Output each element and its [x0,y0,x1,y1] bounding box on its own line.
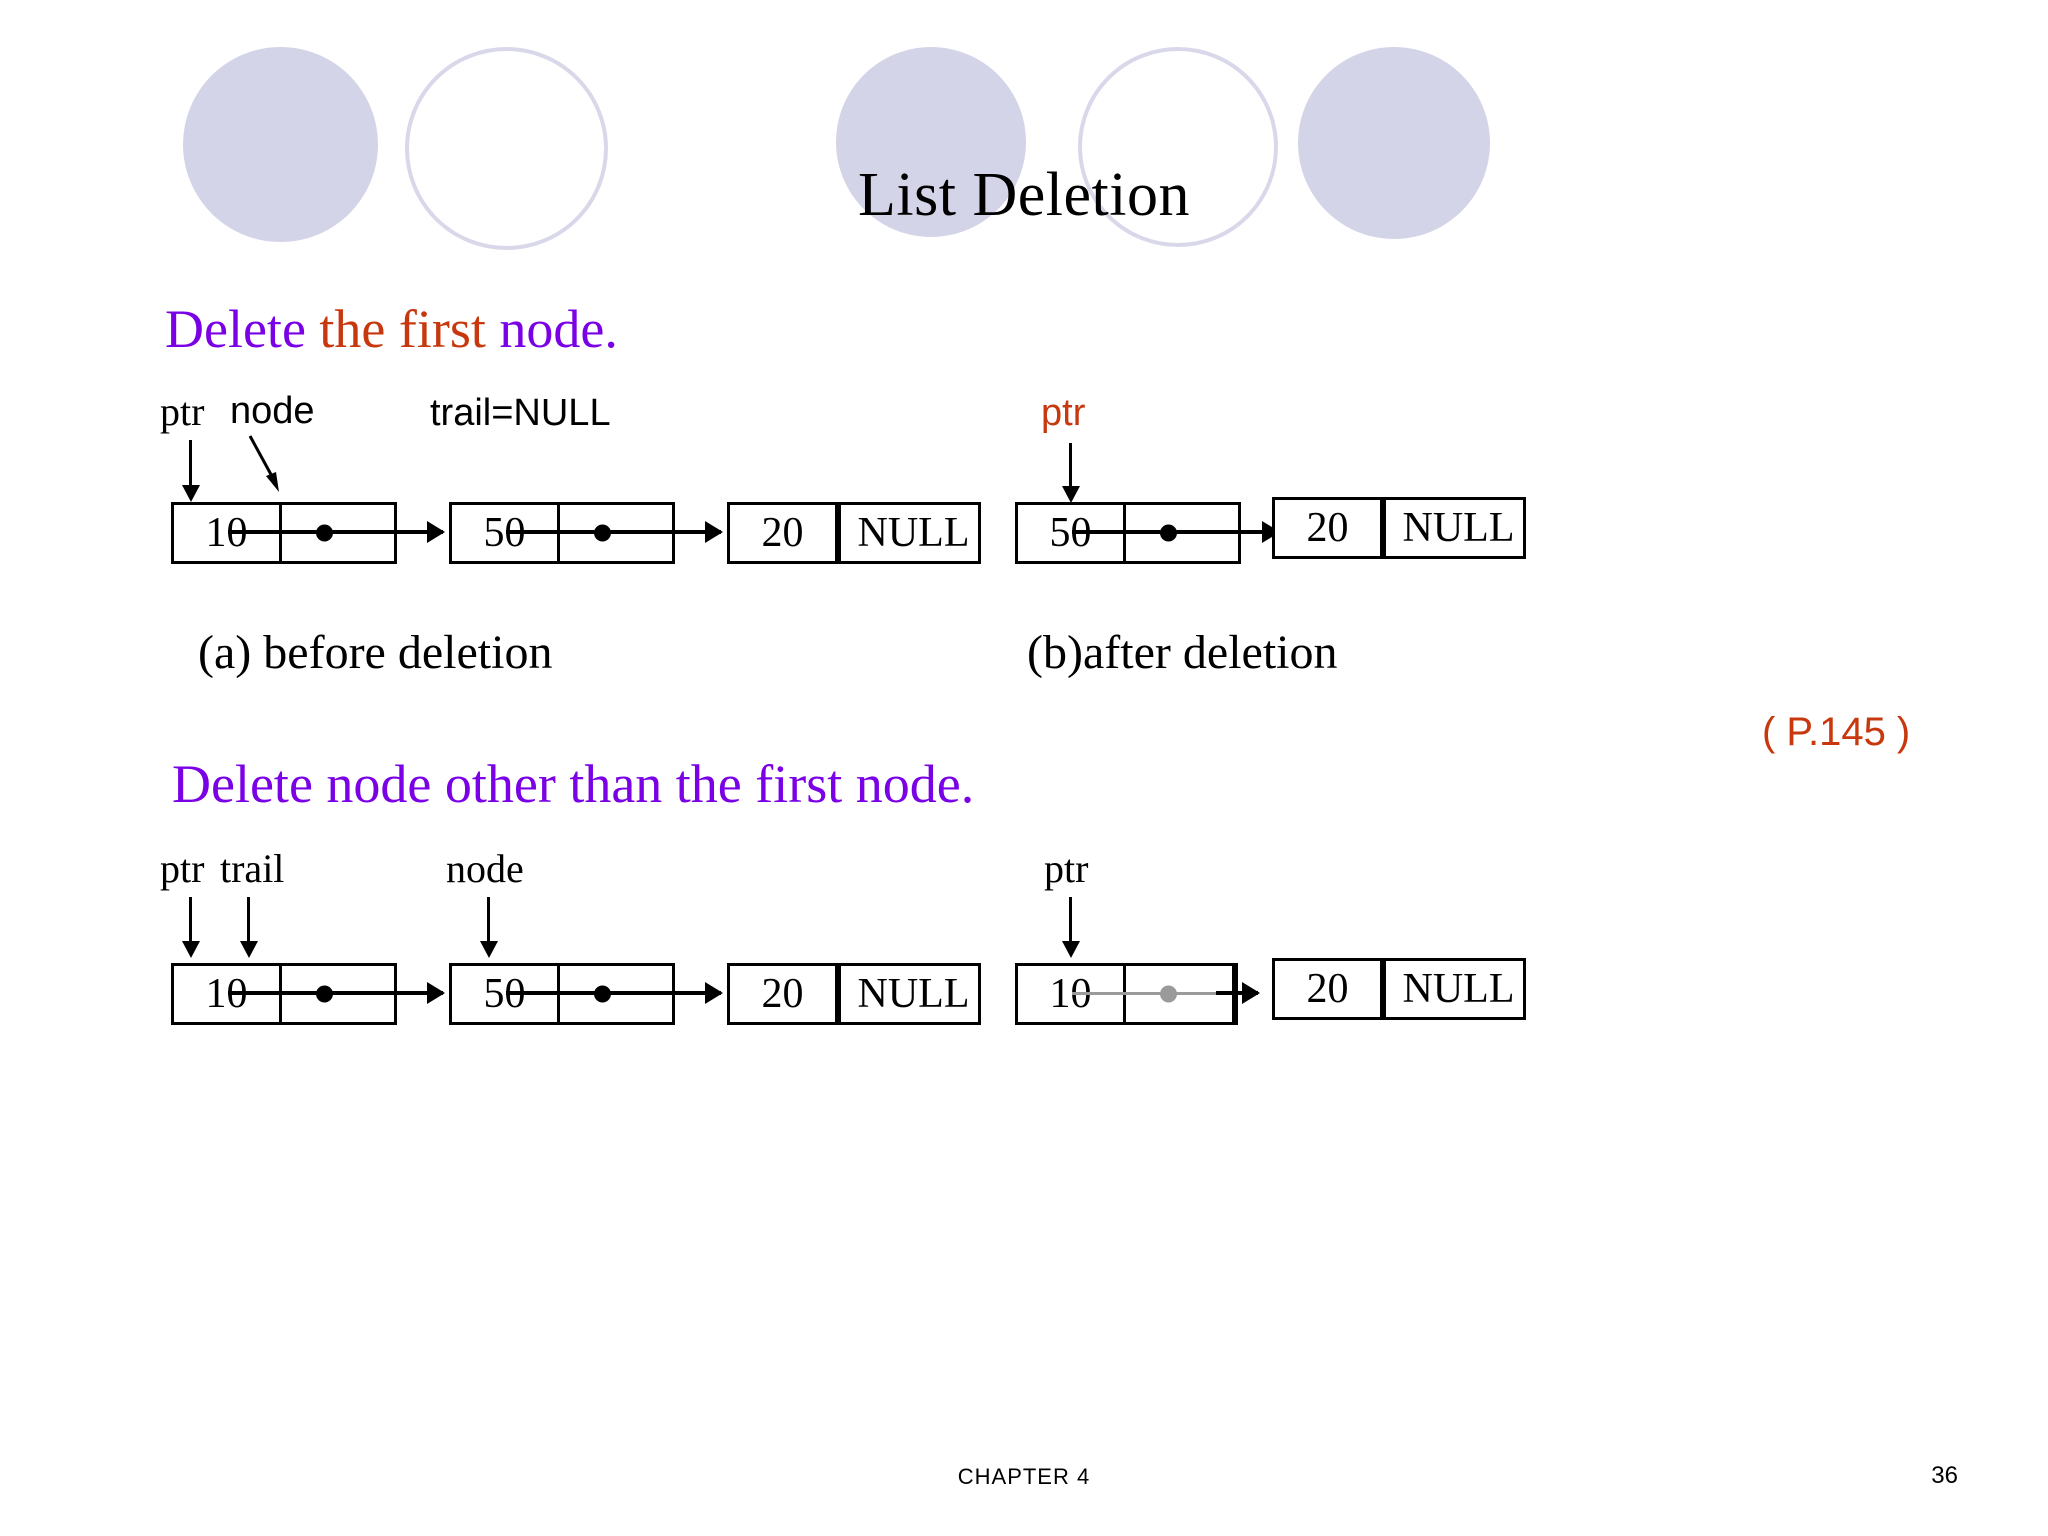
arrow-ptr-before-2 [181,897,200,958]
list-node: 20 NULL [727,502,981,564]
node-null-text: NULL [1402,505,1515,551]
list-node: 20 NULL [1272,958,1526,1020]
label-ptr-before-2: ptr [160,846,205,891]
label-node-before-1: node [230,390,315,432]
section1-heading-part-2: the first [319,299,500,359]
link-arrow [1072,521,1280,543]
section1-heading-part-1: Delete [165,299,320,359]
label-trail-before-1: trail=NULL [430,392,611,434]
node-data-cell: 20 [730,505,838,561]
label-ptr-before-1: ptr [160,389,205,434]
node-null-cell: NULL [1383,500,1523,556]
link-arrow [1072,992,1258,995]
link-arrow-head [1216,982,1260,1004]
node-null-cell: NULL [1383,961,1523,1017]
node-data-cell: 20 [1275,961,1383,1017]
page-title: List Deletion [858,161,1190,229]
list-node: 20 NULL [1272,497,1526,559]
link-arrow [506,982,723,1004]
section2-heading: Delete node other than the first node. [172,754,975,814]
node-null-text: NULL [1402,966,1515,1012]
arrow-ptr-before-1 [181,440,200,502]
arrow-node-before-1 [248,435,279,492]
label-node-before-2: node [446,846,524,891]
caption-before-deletion: (a) before deletion [198,626,553,679]
decor-circle-3 [836,47,1026,237]
label-trail-before-2: trail [220,846,285,891]
decor-circle-1 [183,47,378,242]
footer-page-number: 36 [1931,1462,1958,1489]
decor-circle-2 [405,47,608,250]
arrow-ptr-after-2 [1061,897,1080,958]
arrow-node-before-2 [479,897,498,958]
arrow-ptr-after-1 [1061,443,1080,503]
node-null-cell: NULL [838,505,978,561]
node-null-text: NULL [857,971,970,1017]
node-null-cell: NULL [838,966,978,1022]
arrow-trail-before-2 [239,897,258,958]
page-reference: ( P.145 ) [1762,710,1911,754]
link-arrow [228,982,445,1004]
footer-chapter: CHAPTER 4 [957,1464,1091,1489]
label-ptr-after-2: ptr [1044,846,1089,891]
link-arrow [228,521,445,543]
list-node: 20 NULL [727,963,981,1025]
caption-after-deletion: (b)after deletion [1027,626,1338,679]
label-ptr-after-1: ptr [1041,392,1086,434]
section1-heading: Delete the first node. [165,298,618,360]
node-data-cell: 20 [1275,500,1383,556]
decor-circle-5 [1298,47,1490,239]
node-data-cell: 20 [730,966,838,1022]
node-null-text: NULL [857,510,970,556]
decor-circle-4 [1078,47,1278,247]
section1-heading-part-3: node. [499,299,618,359]
link-arrow [506,521,723,543]
